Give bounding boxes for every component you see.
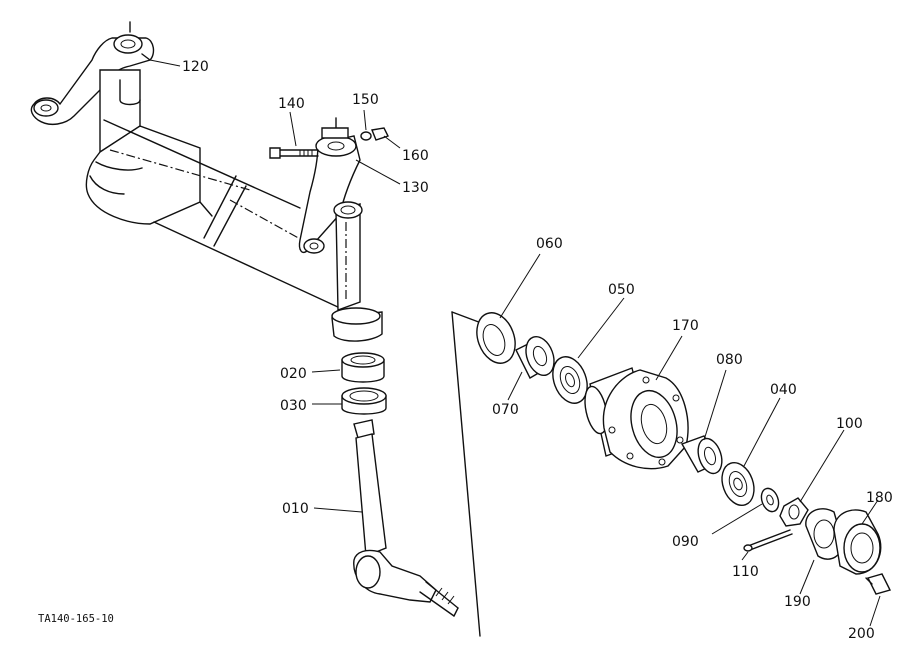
callout-labels: 120 140 150 160 130 060 050 170 080 040 …	[182, 59, 893, 642]
bushing-020	[341, 352, 385, 383]
cap-180	[833, 509, 882, 575]
callout-120: 120	[182, 59, 209, 75]
callout-060: 060	[536, 236, 563, 252]
knuckle-housing-tube	[331, 201, 383, 342]
bearing-040	[721, 461, 755, 507]
bolt-200	[865, 573, 892, 595]
steering-arm-120	[30, 21, 155, 126]
callout-080: 080	[716, 352, 743, 368]
knuckle-arm-130	[298, 117, 361, 254]
castle-nut-100	[779, 497, 809, 527]
hub-170	[584, 367, 689, 470]
callout-150: 150	[352, 92, 379, 108]
knuckle-spindle-010	[353, 419, 459, 617]
callout-180: 180	[866, 490, 893, 506]
drawing-code: TA140-165-10	[38, 613, 114, 625]
callout-070: 070	[492, 402, 519, 418]
callout-190: 190	[784, 594, 811, 610]
callout-050: 050	[608, 282, 635, 298]
cotter-pin-110	[743, 529, 793, 552]
callout-020: 020	[280, 366, 307, 382]
seal-060	[476, 312, 516, 364]
seal-030	[341, 387, 387, 415]
callout-200: 200	[848, 626, 875, 642]
callout-160: 160	[402, 148, 429, 164]
callout-140: 140	[278, 96, 305, 112]
leader-lines	[149, 59, 881, 627]
callout-130: 130	[402, 180, 429, 196]
bearing-050	[552, 356, 588, 404]
callout-010: 010	[282, 501, 309, 517]
callout-030: 030	[280, 398, 307, 414]
washer-150	[360, 131, 372, 141]
bearing-070	[515, 335, 555, 379]
callout-110: 110	[732, 564, 759, 580]
callout-040: 040	[770, 382, 797, 398]
washer-090	[760, 487, 780, 513]
bushing-080	[680, 435, 723, 475]
callout-090: 090	[672, 534, 699, 550]
nut-160	[371, 127, 389, 141]
callout-100: 100	[836, 416, 863, 432]
callout-170: 170	[672, 318, 699, 334]
bolt-140	[269, 147, 319, 159]
axle-housing	[85, 69, 341, 309]
